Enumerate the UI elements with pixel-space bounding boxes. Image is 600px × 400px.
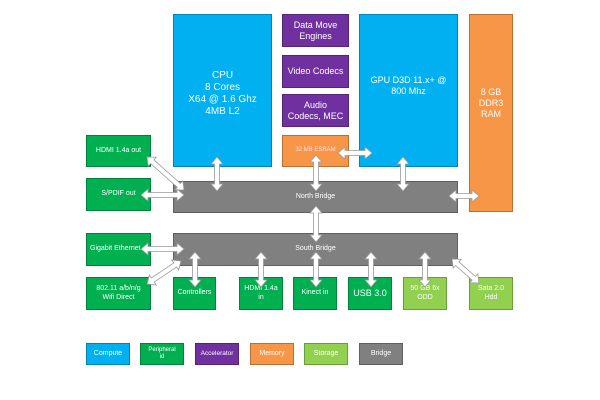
arrow-eth-sb (140, 242, 185, 256)
audio-codecs-block: Audio Codecs, MEC (282, 94, 349, 127)
legend-accelerator: Accelerator (195, 343, 239, 365)
video-codecs-block: Video Codecs (282, 55, 349, 88)
arrow-spdif-nb (140, 188, 185, 202)
usb-block: USB 3.0 (348, 277, 392, 310)
arrow-usb-sb (364, 251, 378, 288)
legend-peripheral: Peripheral id (140, 343, 184, 365)
arrow-hdmiin-sb (254, 251, 268, 288)
gpu-block: GPU D3D 11.x+ @ 800 Mhz (359, 14, 458, 167)
legend-bridge: Bridge (359, 343, 403, 365)
legend-compute: Compute (86, 343, 130, 365)
data-move-engines-block: Data Move Engines (282, 14, 349, 47)
hdmi-out-block: HDMI 1.4a out (86, 135, 151, 167)
arrow-hdd-sb (451, 258, 480, 284)
arrow-odd-sb (418, 251, 432, 288)
arrow-nb-ram (448, 189, 480, 203)
ram-block: 8 GB DDR3 RAM (469, 14, 513, 212)
cpu-block: CPU 8 Cores X64 @ 1.6 Ghz 4MB L2 (173, 14, 272, 167)
arrow-esram-gpu (337, 146, 373, 160)
legend-storage: Storage (304, 343, 348, 365)
wifi-block: 802.11 a/b/n/g Wifi Direct (86, 277, 151, 310)
arrow-wifi-sb (146, 259, 182, 286)
arrow-hdmiout-nb (146, 156, 185, 191)
arrow-gpu-nb (396, 156, 410, 192)
arrow-nb-sb (309, 205, 323, 243)
arrow-controllers-sb (188, 251, 202, 288)
arrow-esram-nb (309, 154, 323, 192)
spdif-out-block: S/PDIF out (86, 178, 151, 211)
legend-memory: Memory (250, 343, 294, 365)
arrow-kinect-sb (309, 251, 323, 288)
arrow-cpu-nb (210, 156, 224, 192)
